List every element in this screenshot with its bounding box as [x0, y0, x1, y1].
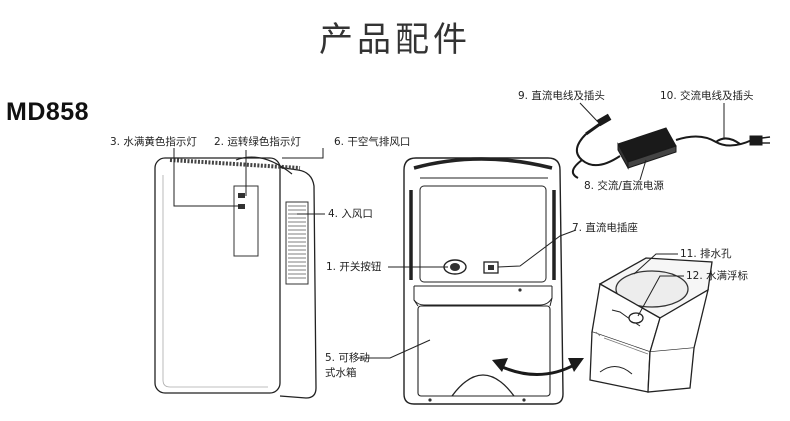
label-air-inlet: 4. 入风口 [328, 208, 373, 220]
label-dry-air-exhaust: 6. 干空气排风口 [334, 136, 411, 148]
dehumidifier-front-unit [154, 156, 317, 399]
label-power-switch: 1. 开关按钮 [326, 261, 382, 273]
leader-lines [173, 102, 725, 359]
label-dc-socket: 7. 直流电插座 [572, 222, 638, 234]
label-water-full-indicator: 3. 水满黄色指示灯 [110, 136, 197, 148]
page-title: 产品配件 [319, 20, 471, 60]
label-ac-dc-adapter: 8. 交流/直流电源 [584, 180, 664, 192]
label-drain-hole: 11. 排水孔 [680, 248, 732, 260]
label-running-indicator: 2. 运转绿色指示灯 [214, 136, 301, 148]
label-ac-cord-plug: 10. 交流电线及插头 [660, 90, 754, 102]
label-water-float: 12. 水满浮标 [686, 270, 749, 282]
dehumidifier-rear-unit [403, 157, 564, 405]
tank-removal-arrow [492, 358, 584, 376]
label-dc-cord-plug: 9. 直流电线及插头 [518, 90, 605, 102]
removable-water-tank [589, 257, 713, 393]
label-removable-tank-line2: 式水箱 [325, 367, 357, 379]
power-adapter-and-cords [571, 113, 771, 179]
side-air-inlet-grille [288, 205, 306, 279]
label-removable-tank-line1: 5. 可移动 [325, 352, 370, 364]
model-number: MD858 [6, 98, 90, 126]
